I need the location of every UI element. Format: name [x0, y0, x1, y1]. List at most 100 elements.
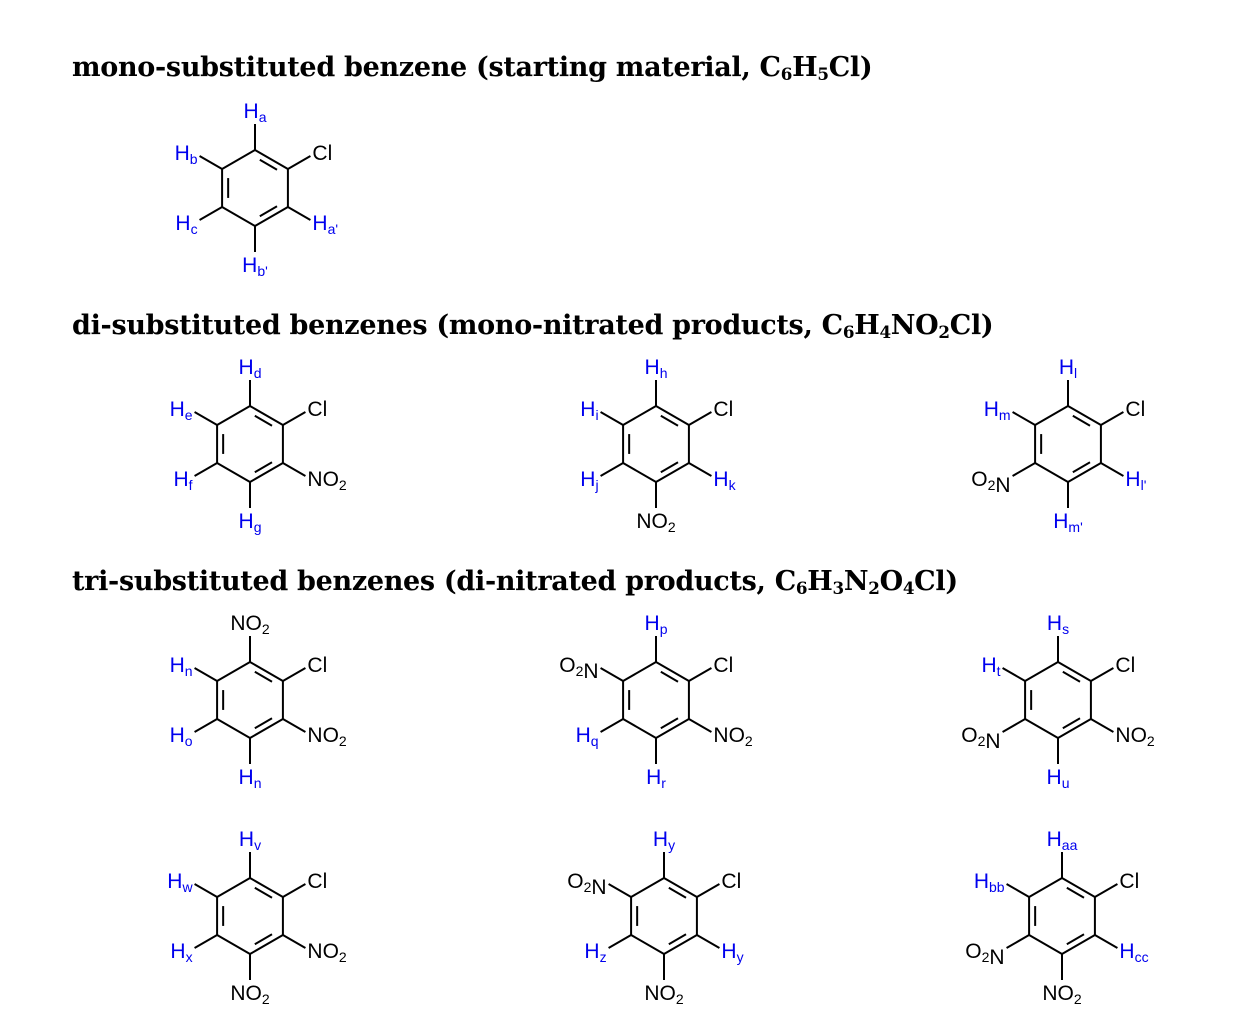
ring-bond — [249, 661, 284, 682]
ring-bond — [630, 934, 665, 955]
ring-bond — [1034, 462, 1069, 483]
substituent-label: NO2 — [307, 940, 347, 965]
ring-bond — [254, 149, 289, 170]
title-text-part: 2 — [938, 322, 950, 343]
title-text-part: NO — [890, 310, 939, 341]
substituent-label: Cl — [1125, 398, 1145, 421]
ring-bond — [216, 934, 251, 955]
title-text-part: N — [843, 566, 869, 597]
substituent-bond — [282, 667, 306, 682]
title-text-part: Cl) — [949, 310, 994, 341]
ring-bond — [1067, 462, 1102, 483]
title-text-part: 3 — [832, 578, 844, 599]
hydrogen-label: Hs — [1047, 612, 1069, 637]
hydrogen-label: Hh — [645, 356, 668, 381]
hydrogen-label: Ht — [982, 654, 1001, 679]
double-bond — [259, 205, 278, 218]
ring-bond — [1034, 405, 1069, 426]
ring-bond — [216, 718, 251, 739]
substituent-bond — [600, 462, 624, 477]
substituent-bond — [194, 462, 218, 477]
substituent-bond — [696, 934, 720, 949]
title-text-part: H — [807, 566, 833, 597]
hydrogen-label: Hg — [239, 510, 262, 535]
substituent-bond — [1012, 462, 1036, 477]
substituent-label: O2N — [971, 468, 1010, 497]
hydrogen-label: Hq — [576, 724, 599, 749]
ring-bond — [1067, 405, 1102, 426]
substituent-label: NO2 — [636, 510, 676, 535]
hydrogen-label: Haa — [1047, 828, 1078, 853]
double-bond — [254, 414, 273, 427]
substituent-label: NO2 — [307, 468, 347, 493]
double-bond — [1066, 933, 1085, 946]
substituent-bond — [282, 934, 306, 949]
substituent-bond — [688, 411, 712, 426]
double-bond — [259, 158, 278, 171]
substituent-bond — [282, 883, 306, 898]
title-text-part: H — [854, 310, 880, 341]
ring-bond — [1061, 877, 1096, 898]
substituent-label: NO2 — [230, 612, 270, 637]
ring-bond — [216, 877, 251, 898]
ring-bond — [1028, 934, 1063, 955]
double-bond — [668, 886, 687, 899]
substituent-bond — [696, 883, 720, 898]
substituent-label: O2N — [559, 654, 598, 683]
ring-bond — [249, 934, 284, 955]
title-text-part: 4 — [902, 578, 915, 599]
ring-bond — [622, 718, 657, 739]
substituent-label: O2N — [961, 724, 1000, 753]
ring-bond — [221, 149, 256, 170]
ring-bond — [249, 462, 284, 483]
hydrogen-label: Hm — [984, 398, 1011, 423]
substituent-bond — [1006, 883, 1030, 898]
title-text-part: O — [879, 566, 904, 597]
hydrogen-label: Hf — [174, 468, 193, 493]
ring-bond — [655, 405, 690, 426]
substituent-bond — [194, 718, 218, 733]
hydrogen-label: Hy — [653, 828, 675, 853]
hydrogen-label: Ho — [170, 724, 193, 749]
double-bond — [254, 717, 273, 730]
substituent-bond — [282, 411, 306, 426]
substituent-bond — [1094, 883, 1118, 898]
substituent-bond — [194, 934, 218, 949]
ring-bond — [249, 877, 284, 898]
ring-bond — [216, 462, 251, 483]
substituent-label: Cl — [721, 870, 741, 893]
substituent-label: NO2 — [644, 982, 684, 1007]
hydrogen-label: Ha — [244, 100, 267, 125]
hydrogen-label: Hbb — [974, 870, 1005, 895]
substituent-label: NO2 — [1115, 724, 1155, 749]
double-bond — [1062, 717, 1081, 730]
substituent-label: Cl — [307, 398, 327, 421]
title-text-part: 6 — [842, 322, 855, 343]
substituent-bond — [608, 934, 632, 949]
substituent-label: NO2 — [1042, 982, 1082, 1007]
ring-bond — [221, 206, 256, 227]
double-bond — [1072, 414, 1091, 427]
hydrogen-label: Hw — [167, 870, 193, 895]
hydrogen-label: Hv — [239, 828, 261, 853]
substituent-bond — [1090, 718, 1114, 733]
double-bond — [254, 886, 273, 899]
section-title-mono: mono-substituted benzene (starting mater… — [72, 52, 873, 83]
substituent-label: Cl — [307, 654, 327, 677]
substituent-bond — [1002, 718, 1026, 733]
ring-bond — [1028, 877, 1063, 898]
ring-bond — [1024, 718, 1059, 739]
title-text-part: mono-substituted benzene (starting mater… — [72, 52, 781, 83]
title-text-part: 6 — [795, 578, 808, 599]
hydrogen-label: Hd — [239, 356, 262, 381]
hydrogen-label: Hcc — [1119, 940, 1148, 965]
double-bond — [660, 414, 679, 427]
ring-bond — [655, 661, 690, 682]
substituent-bond — [194, 883, 218, 898]
